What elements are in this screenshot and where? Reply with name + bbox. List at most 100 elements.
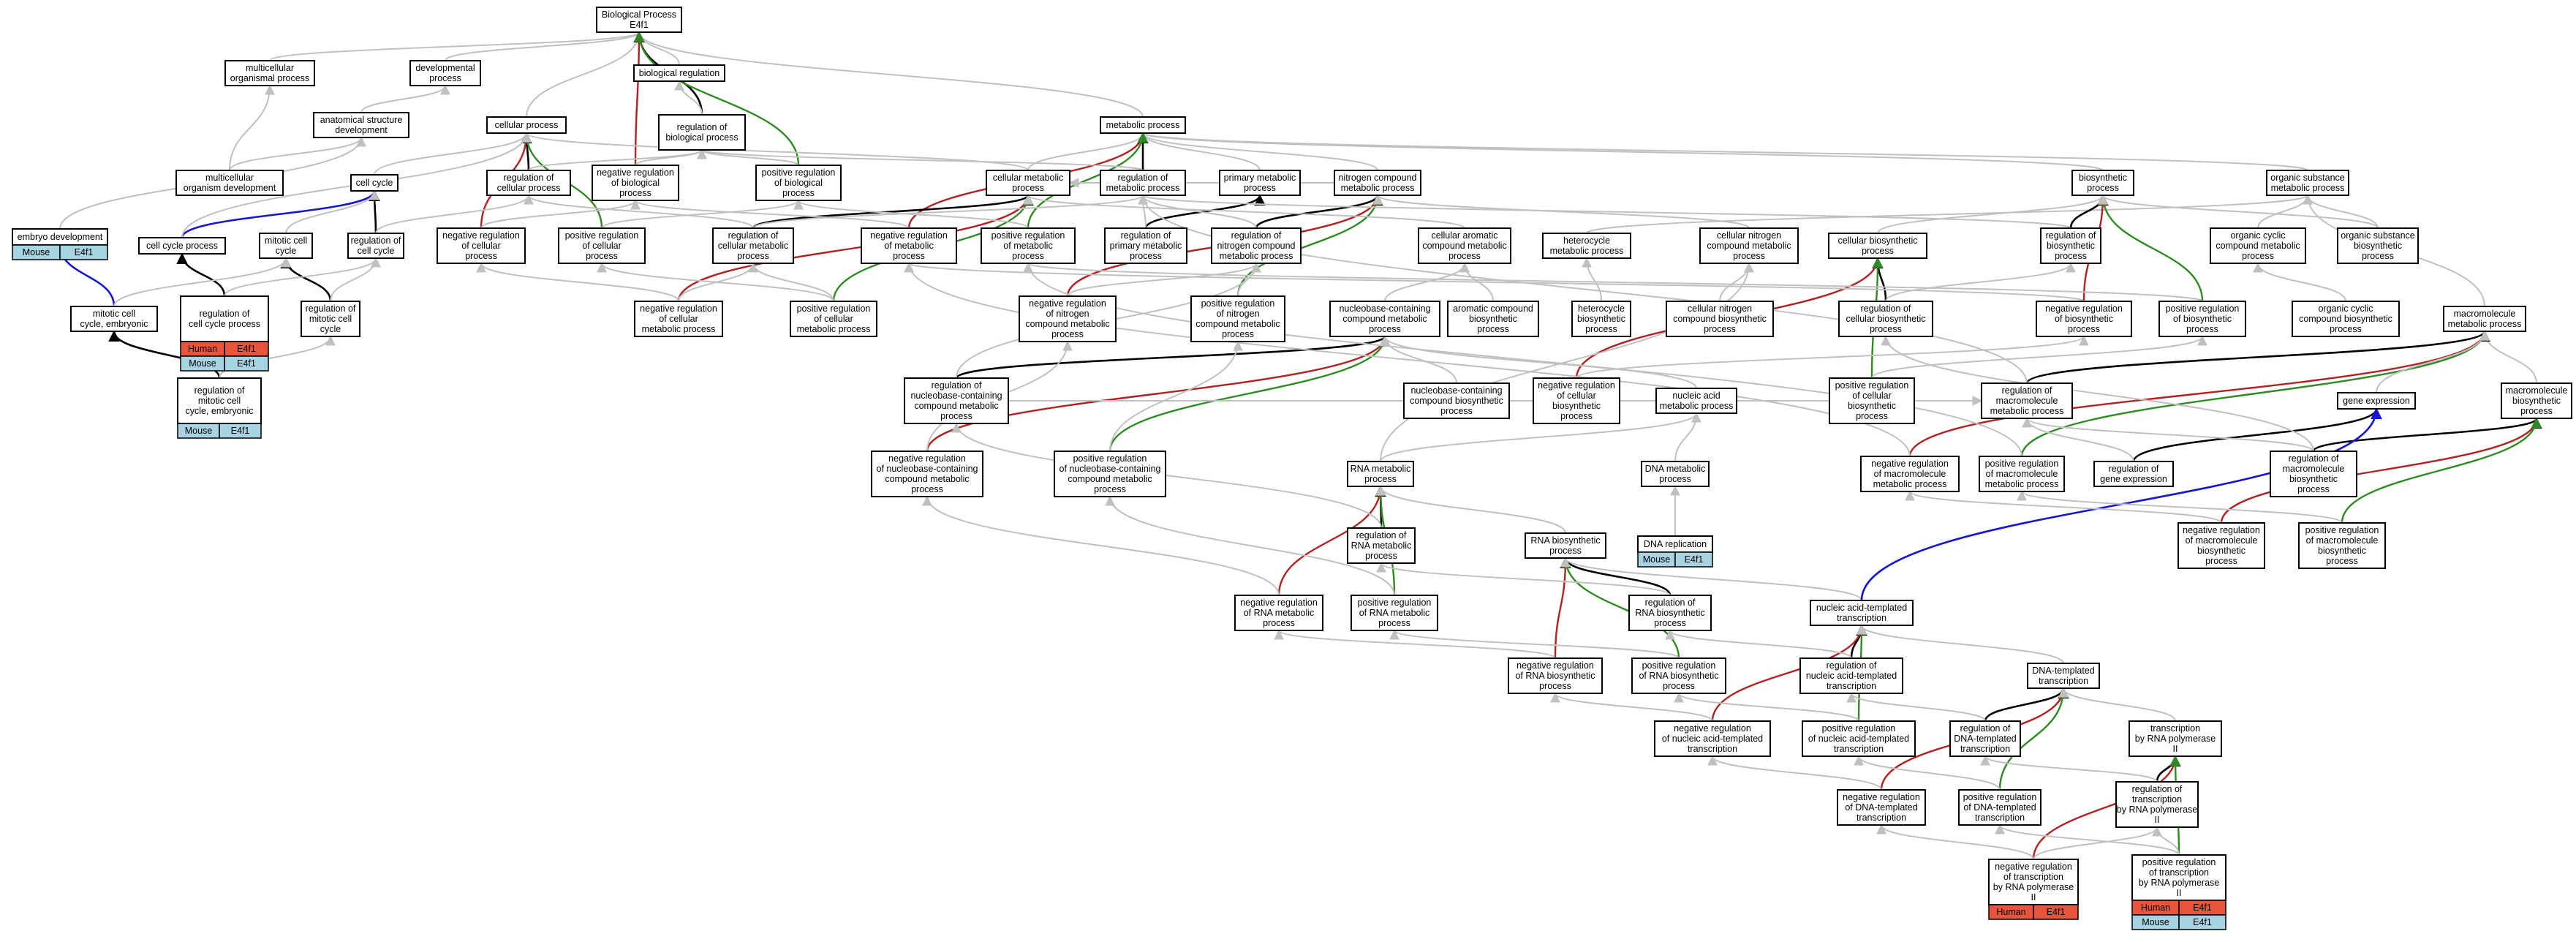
node-label-line: process <box>1094 484 1126 494</box>
node-label-line: RNA metabolic <box>1351 464 1411 474</box>
node-label-line: cycle, embryonic <box>185 406 253 416</box>
go-term-node-reg_macro_biosyn[interactable]: regulation ofmacromoleculebiosyntheticpr… <box>2270 451 2357 497</box>
node-box <box>1219 170 1301 196</box>
node-label-line: embryo development <box>18 232 103 242</box>
go-term-node-cell_proc[interactable]: cellular process <box>486 116 567 134</box>
go-term-node-reg_nucbase[interactable]: regulation ofnucleobase-containingcompou… <box>904 377 1009 424</box>
go-term-node-gene_expr[interactable]: gene expression <box>2337 392 2416 410</box>
edge-reg_rna_metab-to-reg_nucbase <box>951 422 1382 529</box>
node-label-line: process <box>782 188 815 198</box>
go-term-node-bio_reg[interactable]: biological regulation <box>633 64 725 82</box>
go-term-node-cell_cycle[interactable]: cell cycle <box>350 174 399 192</box>
node-label-line: metabolic process <box>642 324 716 334</box>
go-term-node-metab[interactable]: metabolic process <box>1100 116 1186 134</box>
go-term-node-cc_proc[interactable]: cell cycle process <box>138 237 226 255</box>
